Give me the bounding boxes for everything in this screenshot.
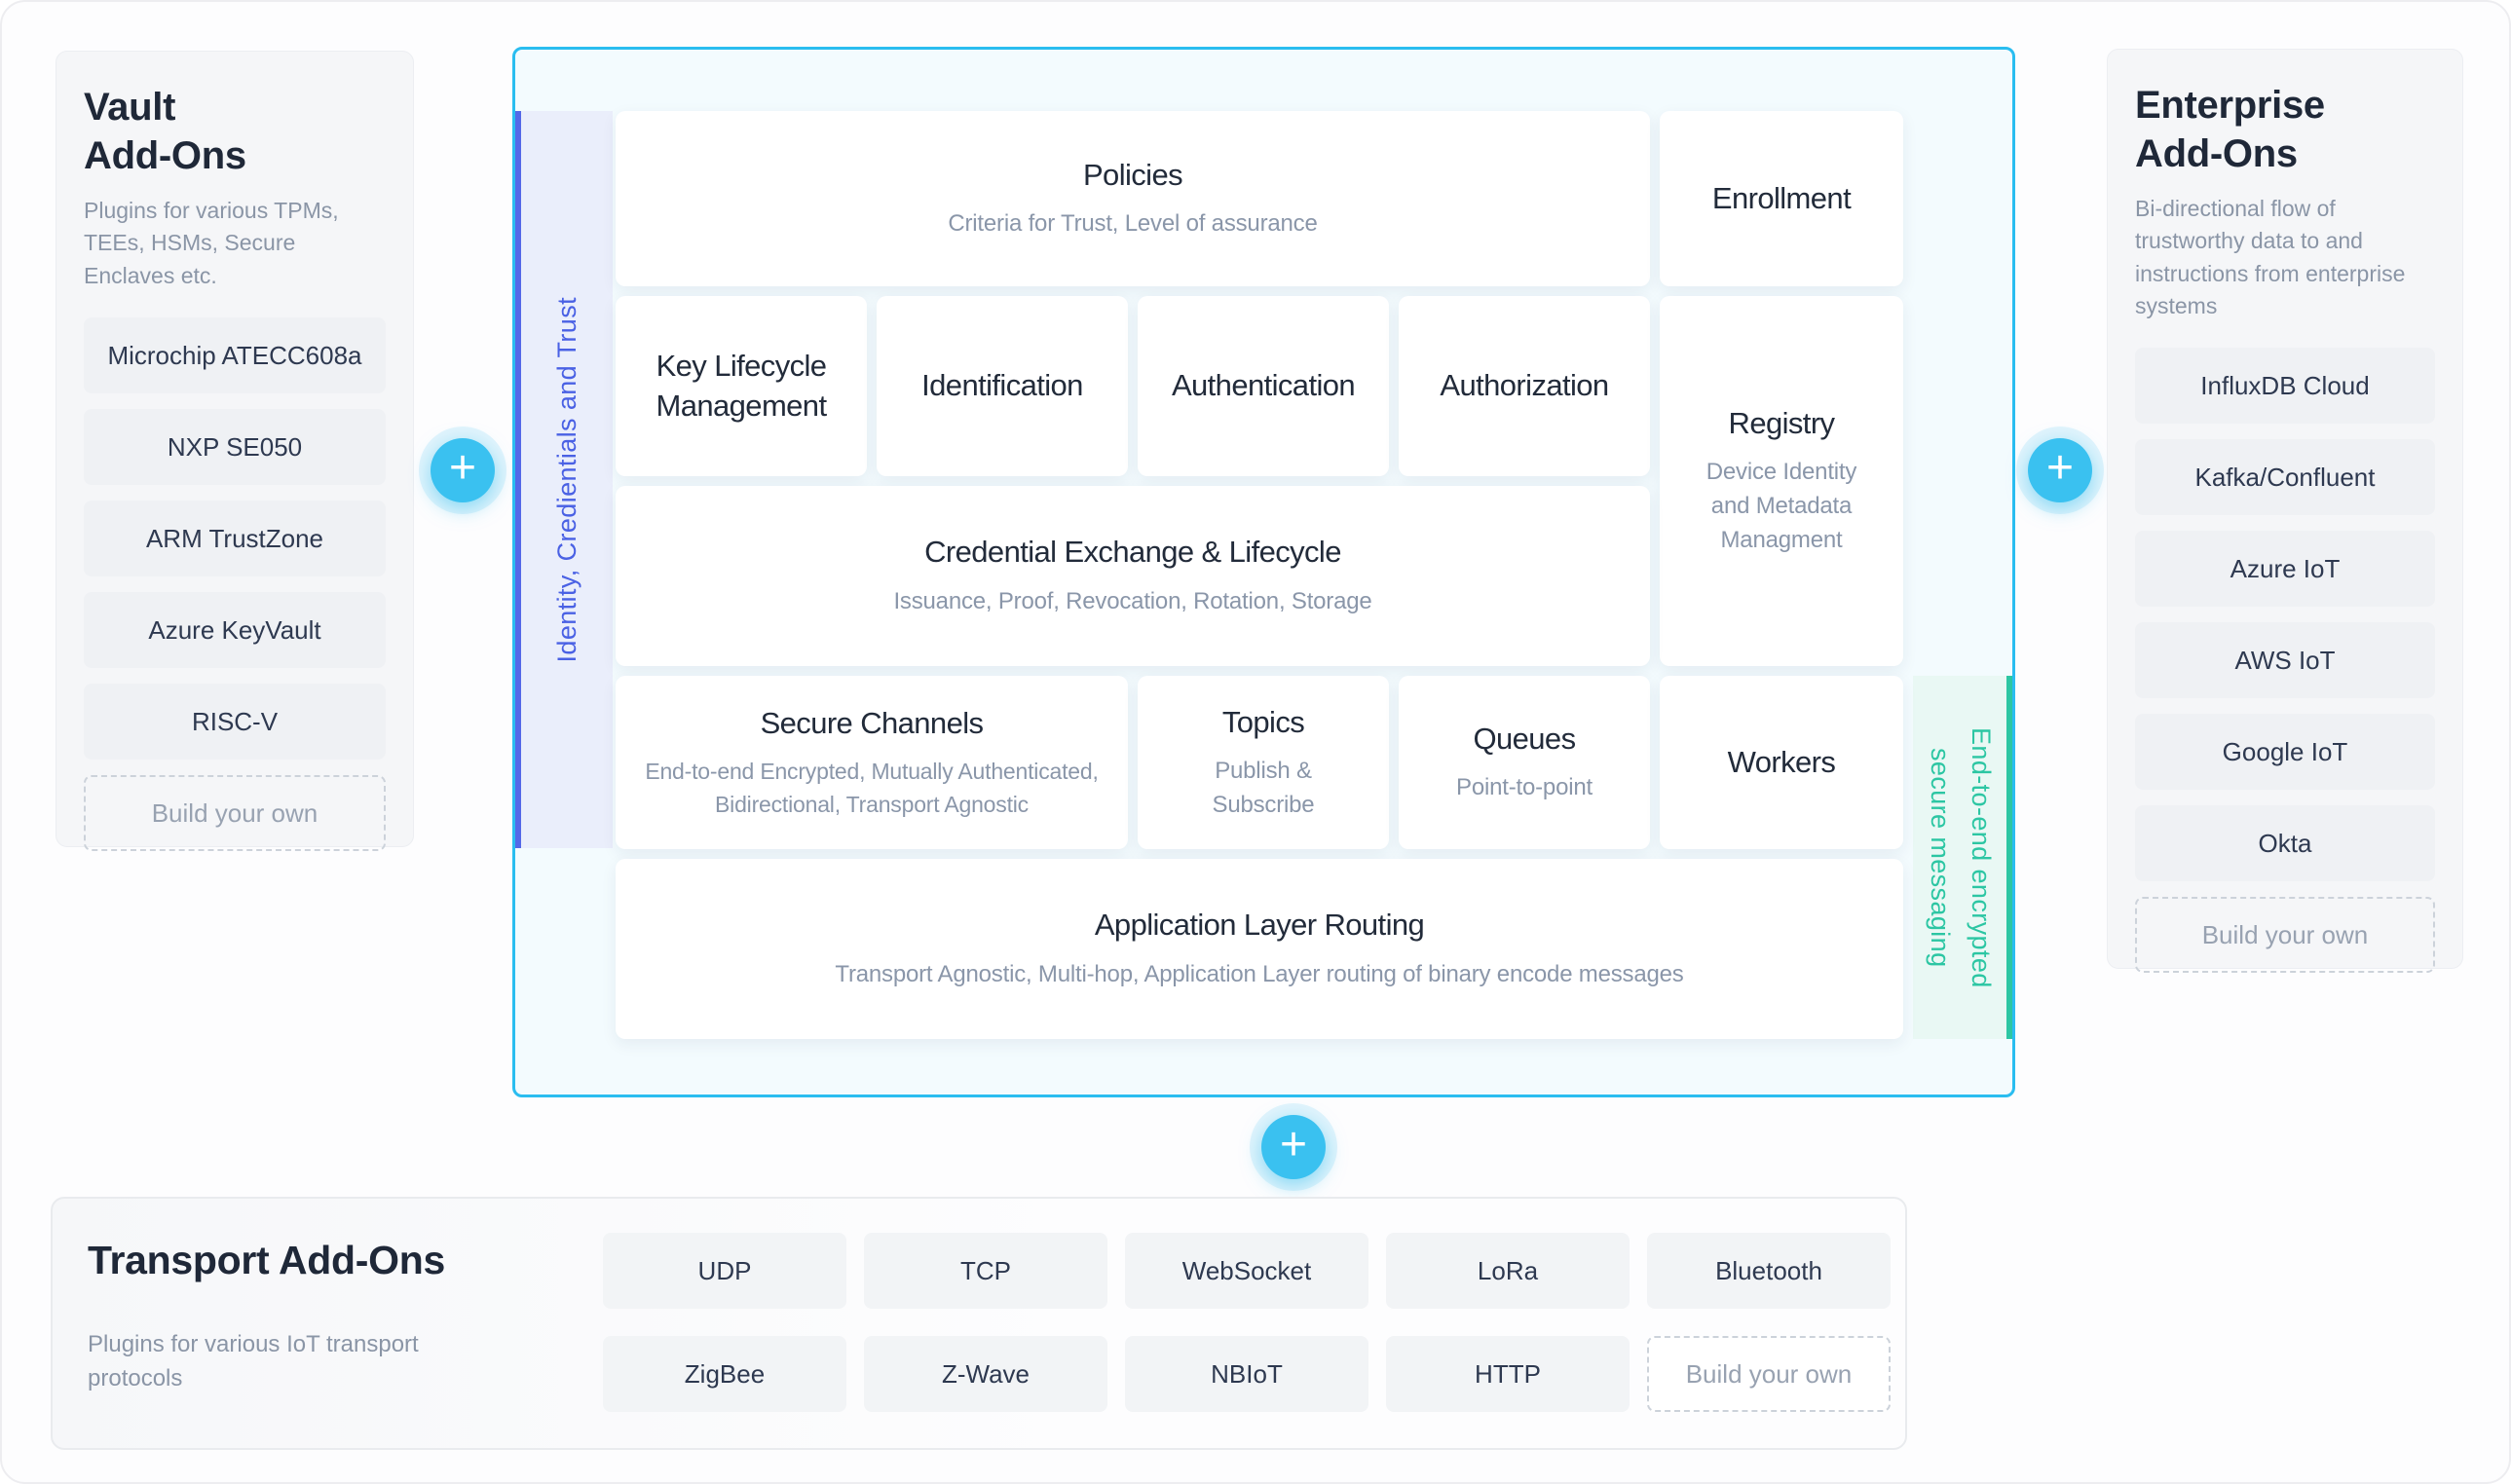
- identification-title: Identification: [921, 368, 1083, 403]
- transport-addons-panel: Transport Add-Ons Plugins for various Io…: [51, 1197, 1907, 1450]
- identification-card: Identification: [877, 296, 1128, 476]
- plus-icon: +: [1279, 1119, 1308, 1170]
- secure-channels-card: Secure Channels End-to-end Encrypted, Mu…: [616, 676, 1128, 849]
- transport-item-udp[interactable]: UDP: [603, 1233, 846, 1309]
- credential-exchange-card: Credential Exchange & Lifecycle Issuance…: [616, 486, 1650, 666]
- queues-card: Queues Point-to-point: [1399, 676, 1650, 849]
- transport-panel-title: Transport Add-Ons: [88, 1238, 445, 1282]
- workers-card: Workers: [1660, 676, 1903, 849]
- enterprise-build-your-own-button[interactable]: Build your own: [2135, 897, 2435, 974]
- application-layer-routing-card: Application Layer Routing Transport Agno…: [616, 859, 1903, 1039]
- transport-panel-subtitle: Plugins for various IoT transport protoc…: [88, 1331, 419, 1391]
- transport-item-nbiot[interactable]: NBIoT: [1125, 1336, 1368, 1412]
- transport-item-tcp[interactable]: TCP: [864, 1233, 1107, 1309]
- plus-icon: +: [448, 442, 477, 494]
- secure-channels-title: Secure Channels: [760, 706, 984, 740]
- application-layer-routing-subtitle: Transport Agnostic, Multi-hop, Applicati…: [835, 960, 1684, 987]
- topics-subtitle: Publish & Subscribe: [1212, 757, 1315, 818]
- credential-exchange-title: Credential Exchange & Lifecycle: [924, 535, 1341, 570]
- key-lifecycle-card: Key Lifecycle Management: [616, 296, 867, 476]
- add-vault-addon-button[interactable]: +: [431, 438, 495, 502]
- secure-messaging-rail: End-to-end encrypted secure messaging: [1913, 676, 2012, 1039]
- vault-panel-subtitle: Plugins for various TPMs, TEEs, HSMs, Se…: [84, 198, 339, 288]
- credential-exchange-subtitle: Issuance, Proof, Revocation, Rotation, S…: [893, 587, 1372, 614]
- vault-item-microchip[interactable]: Microchip ATECC608a: [84, 317, 386, 394]
- secure-channels-subtitle: End-to-end Encrypted, Mutually Authentic…: [645, 759, 1099, 817]
- transport-item-http[interactable]: HTTP: [1386, 1336, 1630, 1412]
- registry-subtitle: Device Identity and Metadata Managment: [1705, 459, 1857, 554]
- authentication-card: Authentication: [1138, 296, 1389, 476]
- vault-panel-title: Vault Add-Ons: [84, 86, 246, 177]
- identity-trust-rail: Identity, Credientials and Trust: [515, 111, 613, 848]
- vault-items-list: Microchip ATECC608a NXP SE050 ARM TrustZ…: [84, 317, 386, 852]
- authorization-title: Authorization: [1440, 368, 1609, 403]
- authorization-card: Authorization: [1399, 296, 1650, 476]
- vault-item-nxp[interactable]: NXP SE050: [84, 409, 386, 486]
- policies-subtitle: Criteria for Trust, Level of assurance: [948, 210, 1318, 238]
- registry-card: Registry Device Identity and Metadata Ma…: [1660, 296, 1903, 666]
- application-layer-routing-title: Application Layer Routing: [1094, 908, 1425, 943]
- transport-items-grid: UDP TCP WebSocket LoRa Bluetooth ZigBee …: [603, 1233, 1891, 1412]
- enterprise-item-azure-iot[interactable]: Azure IoT: [2135, 531, 2435, 608]
- vault-addons-panel: Vault Add-Ons Plugins for various TPMs, …: [56, 51, 414, 852]
- transport-item-lora[interactable]: LoRa: [1386, 1233, 1630, 1309]
- enterprise-item-google-iot[interactable]: Google IoT: [2135, 714, 2435, 791]
- transport-build-your-own-button[interactable]: Build your own: [1647, 1336, 1891, 1412]
- messaging-rail-label: End-to-end encrypted secure messaging: [1926, 726, 1996, 988]
- key-lifecycle-title: Key Lifecycle Management: [656, 349, 828, 423]
- registry-title: Registry: [1728, 406, 1836, 441]
- vault-item-arm-trustzone[interactable]: ARM TrustZone: [84, 501, 386, 577]
- enterprise-panel-title: Enterprise Add-Ons: [2135, 84, 2325, 175]
- queues-title: Queues: [1473, 721, 1577, 756]
- plus-icon: +: [2045, 442, 2075, 494]
- vault-item-azure-keyvault[interactable]: Azure KeyVault: [84, 592, 386, 669]
- transport-item-bluetooth[interactable]: Bluetooth: [1647, 1233, 1891, 1309]
- enterprise-item-influxdb[interactable]: InfluxDB Cloud: [2135, 348, 2435, 425]
- enterprise-addons-panel: Enterprise Add-Ons Bi-directional flow o…: [2107, 49, 2463, 974]
- queues-subtitle: Point-to-point: [1456, 774, 1593, 801]
- enrollment-title: Enrollment: [1711, 180, 1852, 215]
- transport-item-websocket[interactable]: WebSocket: [1125, 1233, 1368, 1309]
- vault-build-your-own-button[interactable]: Build your own: [84, 775, 386, 852]
- add-enterprise-addon-button[interactable]: +: [2028, 438, 2092, 502]
- topics-card: Topics Publish & Subscribe: [1138, 676, 1389, 849]
- enterprise-items-list: InfluxDB Cloud Kafka/Confluent Azure IoT…: [2135, 348, 2435, 974]
- policies-title: Policies: [1082, 157, 1183, 192]
- enterprise-panel-subtitle: Bi-directional flow of trustworthy data …: [2135, 196, 2406, 319]
- enterprise-item-kafka[interactable]: Kafka/Confluent: [2135, 439, 2435, 516]
- policies-card: Policies Criteria for Trust, Level of as…: [616, 111, 1650, 286]
- enterprise-item-okta[interactable]: Okta: [2135, 805, 2435, 882]
- enterprise-item-aws-iot[interactable]: AWS IoT: [2135, 622, 2435, 699]
- topics-title: Topics: [1221, 704, 1305, 739]
- identity-rail-label: Identity, Credientials and Trust: [551, 296, 581, 663]
- add-transport-addon-button[interactable]: +: [1261, 1115, 1326, 1179]
- transport-item-zigbee[interactable]: ZigBee: [603, 1336, 846, 1412]
- workers-title: Workers: [1727, 744, 1836, 779]
- vault-item-risc-v[interactable]: RISC-V: [84, 684, 386, 761]
- authentication-title: Authentication: [1171, 368, 1356, 403]
- transport-item-zwave[interactable]: Z-Wave: [864, 1336, 1107, 1412]
- enrollment-card: Enrollment: [1660, 111, 1903, 286]
